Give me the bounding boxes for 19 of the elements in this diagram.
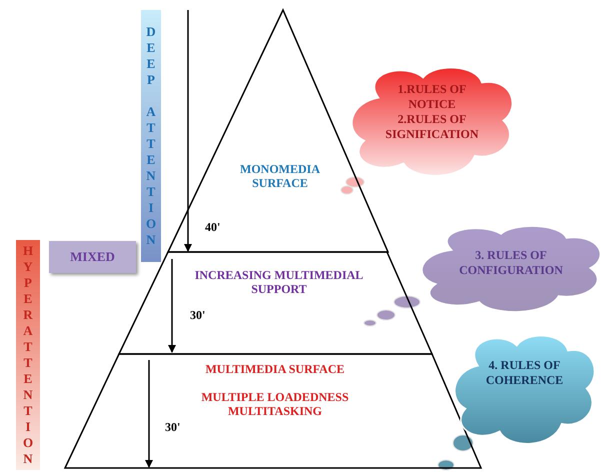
cloud-label: 3. RULES OF CONFIGURATION	[458, 248, 564, 278]
pyramid-band	[65, 354, 481, 468]
duration-label: 40'	[205, 220, 220, 234]
cloud-label: 4. RULES OF COHERENCE	[484, 358, 564, 388]
band-label: MULTIMEDIA SURFACE	[204, 362, 346, 376]
duration-label: 30'	[165, 420, 180, 434]
band-label: MONOMEDIA SURFACE	[239, 162, 321, 190]
vertical-label: DEEP ATTENTION	[144, 24, 158, 248]
vertical-label: HYPERATTENTION	[22, 243, 34, 467]
band-label: INCREASING MULTIMEDIAL SUPPORT	[194, 268, 364, 296]
pyramid-band	[119, 252, 432, 354]
pyramid-band	[168, 10, 388, 252]
attention-bar	[141, 10, 161, 262]
duration-label: 30'	[190, 308, 206, 322]
cloud-label: 2.RULES OF SIGNIFICATION	[384, 112, 480, 142]
attention-bar	[16, 240, 40, 470]
band-label: MULTIPLE LOADEDNESS MULTITASKING	[200, 390, 350, 418]
mixed-box: MIXED	[49, 241, 136, 273]
cloud-label: 1.RULES OF NOTICE	[396, 82, 468, 112]
